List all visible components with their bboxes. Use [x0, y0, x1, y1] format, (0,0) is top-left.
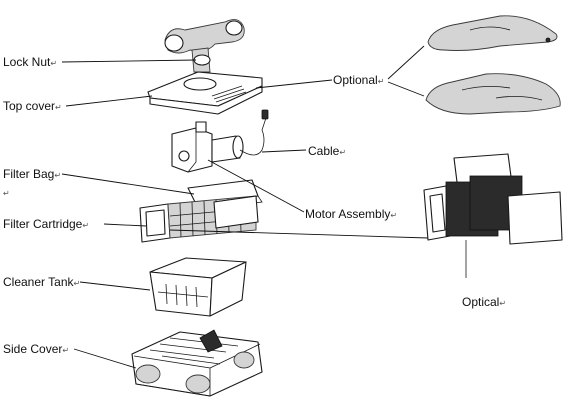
side-cover-part: [131, 329, 263, 397]
label-side-cover: Side Cover↵: [3, 342, 69, 356]
optional-cover-upper: [427, 15, 558, 51]
label-cleaner-tank: Cleaner Tank↵: [3, 275, 80, 289]
cleaner-tank-part: [149, 257, 247, 317]
optional-cover-lower: [425, 73, 561, 115]
optical-part: [423, 153, 563, 278]
return-mark: ↵: [3, 189, 10, 198]
label-top-cover: Top cover↵: [3, 99, 62, 113]
label-motor-assembly: Motor Assembly↵: [305, 207, 397, 221]
leader-lines: [61, 45, 429, 369]
label-optional: Optional↵: [333, 73, 384, 87]
label-optical: Optical↵: [462, 295, 506, 309]
label-filter-bag: Filter Bag↵: [3, 167, 61, 181]
top-cover-part: [147, 71, 263, 115]
label-cable: Cable↵: [308, 144, 346, 158]
label-lock-nut: Lock Nut↵: [3, 55, 57, 69]
part-labels: Lock Nut↵ Top cover↵ Filter Bag↵ ↵ Filte…: [3, 55, 506, 356]
filter-cartridge-part: [139, 195, 259, 243]
motor-assembly-part: [171, 109, 269, 173]
label-filter-cartridge: Filter Cartridge↵: [3, 217, 89, 231]
handle-part: [164, 19, 245, 73]
